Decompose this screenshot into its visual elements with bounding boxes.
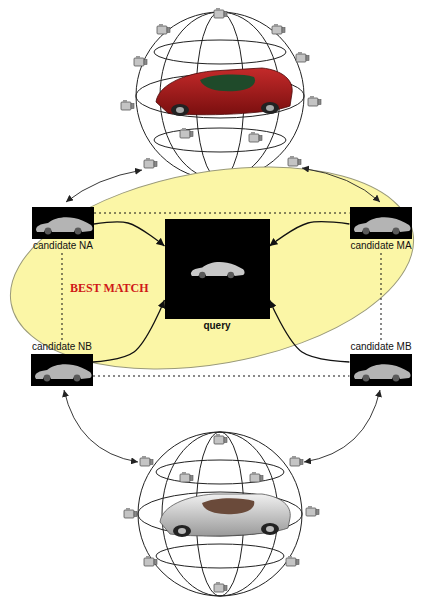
silver-car	[160, 494, 290, 537]
view-thumbnail	[350, 354, 412, 386]
query-label: query	[202, 319, 231, 333]
candidate-view: candidate MB	[349, 340, 412, 386]
car-silhouette	[354, 364, 411, 381]
query-image: query	[165, 219, 270, 333]
camera-icons	[121, 8, 321, 168]
candidate-label: candidate NB	[31, 340, 93, 354]
candidate-label: candidate MA	[349, 239, 412, 253]
camera-icons	[124, 434, 319, 592]
match-label: BEST MATCH	[70, 281, 149, 296]
view-thumbnail	[350, 207, 412, 239]
candidate-label: candidate MB	[349, 340, 412, 354]
candidate-label: candidate NA	[32, 239, 94, 253]
car-silhouette	[190, 262, 244, 278]
bottom-view-sphere	[138, 432, 302, 596]
car-silhouette	[354, 217, 411, 234]
view-neighbour-link	[93, 376, 349, 377]
car-silhouette	[36, 217, 93, 234]
candidate-view: candidate MA	[349, 207, 412, 253]
view-arrow	[304, 390, 380, 462]
view-arrow	[64, 390, 138, 462]
candidate-view: candidate NB	[31, 340, 93, 386]
candidate-view: candidate NA	[32, 207, 94, 253]
view-thumbnail	[31, 354, 93, 386]
car-silhouette	[35, 364, 92, 381]
red-car	[156, 68, 292, 116]
view-thumbnail	[32, 207, 94, 239]
query-thumbnail	[165, 219, 270, 319]
top-view-sphere	[136, 12, 304, 180]
